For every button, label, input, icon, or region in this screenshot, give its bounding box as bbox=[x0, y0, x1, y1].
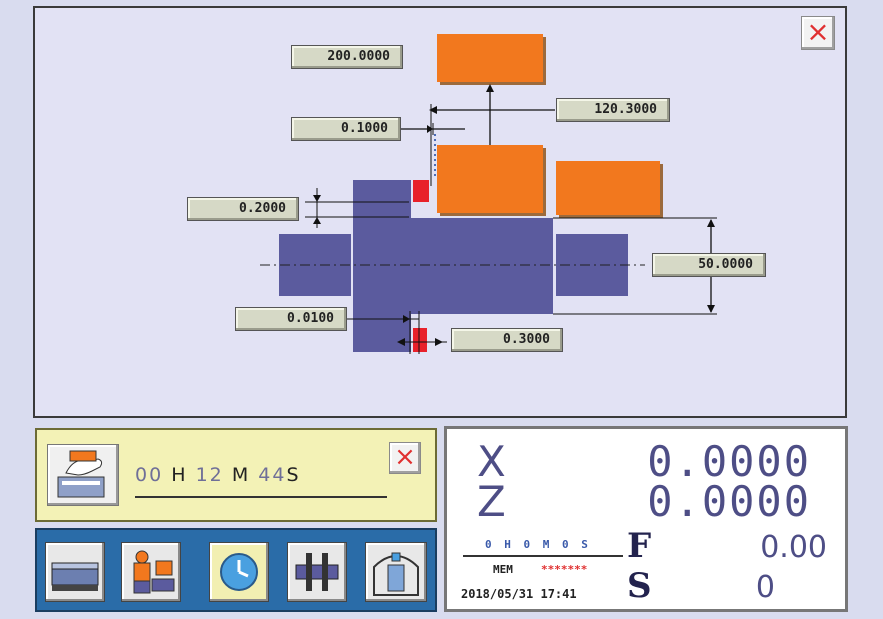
timer-underline bbox=[135, 496, 387, 498]
dimension-offset-a[interactable]: 0.1000 bbox=[291, 117, 401, 141]
dimension-offset-d[interactable]: 0.3000 bbox=[451, 328, 563, 352]
spindle-label: S bbox=[627, 566, 652, 606]
dimension-lines bbox=[260, 84, 717, 354]
hand-press-icon[interactable] bbox=[47, 444, 119, 506]
cycle-time-readout: 0 H 0 M 0 S bbox=[485, 538, 591, 551]
status-divider bbox=[463, 555, 623, 557]
workpiece-body bbox=[411, 218, 553, 314]
coordinate-display: X 0.0000 Z 0.0000 0 H 0 M 0 S MEM ******… bbox=[444, 426, 848, 612]
dimension-offset-c[interactable]: 0.0100 bbox=[235, 307, 347, 331]
setup-drawing-panel: × bbox=[33, 6, 847, 418]
z-axis-value: 0.0000 bbox=[647, 477, 811, 526]
spindle-value: 0 bbox=[755, 570, 775, 605]
feed-value: 0.00 bbox=[760, 530, 827, 565]
function-toolbar bbox=[35, 528, 437, 612]
x-axis-label: X bbox=[477, 437, 506, 486]
workpiece-setup-button[interactable] bbox=[45, 542, 105, 602]
feed-label: F bbox=[627, 526, 652, 566]
workpiece-setup-icon bbox=[51, 562, 99, 591]
datetime-readout: 2018/05/31 17:41 bbox=[461, 587, 577, 601]
x-axis-value: 0.0000 bbox=[647, 437, 811, 486]
side-jaw-block bbox=[556, 161, 660, 215]
drawing-close-button[interactable]: × bbox=[801, 16, 835, 50]
timer-panel: 00 H 12 M 44S × bbox=[35, 428, 437, 522]
close-icon: × bbox=[394, 442, 416, 472]
tool-block bbox=[437, 145, 543, 213]
operator-tool-button[interactable] bbox=[121, 542, 181, 602]
upper-jaw-block bbox=[437, 34, 543, 82]
mode-stars: ******* bbox=[541, 563, 588, 576]
close-icon: × bbox=[806, 15, 830, 48]
z-axis-label: Z bbox=[477, 477, 506, 526]
timer-close-button[interactable]: × bbox=[389, 442, 421, 474]
dimension-length[interactable]: 120.3000 bbox=[556, 98, 670, 122]
elapsed-time-readout: 00 H 12 M 44S bbox=[135, 464, 301, 486]
dimension-offset-b[interactable]: 0.2000 bbox=[187, 197, 299, 221]
dimension-top-height[interactable]: 200.0000 bbox=[291, 45, 403, 69]
machine-icon bbox=[373, 552, 419, 596]
dimension-diameter[interactable]: 50.0000 bbox=[652, 253, 766, 277]
fixture-button[interactable] bbox=[287, 542, 347, 602]
machine-button[interactable] bbox=[365, 542, 427, 602]
operator-tool-icon bbox=[133, 550, 175, 594]
lower-contact-point bbox=[413, 328, 427, 352]
clock-icon bbox=[220, 553, 258, 591]
clock-button[interactable] bbox=[209, 542, 269, 602]
upper-contact-point bbox=[413, 180, 429, 202]
fixture-icon bbox=[295, 553, 339, 591]
workpiece-flange bbox=[353, 180, 411, 352]
mode-indicator: MEM bbox=[493, 563, 513, 576]
